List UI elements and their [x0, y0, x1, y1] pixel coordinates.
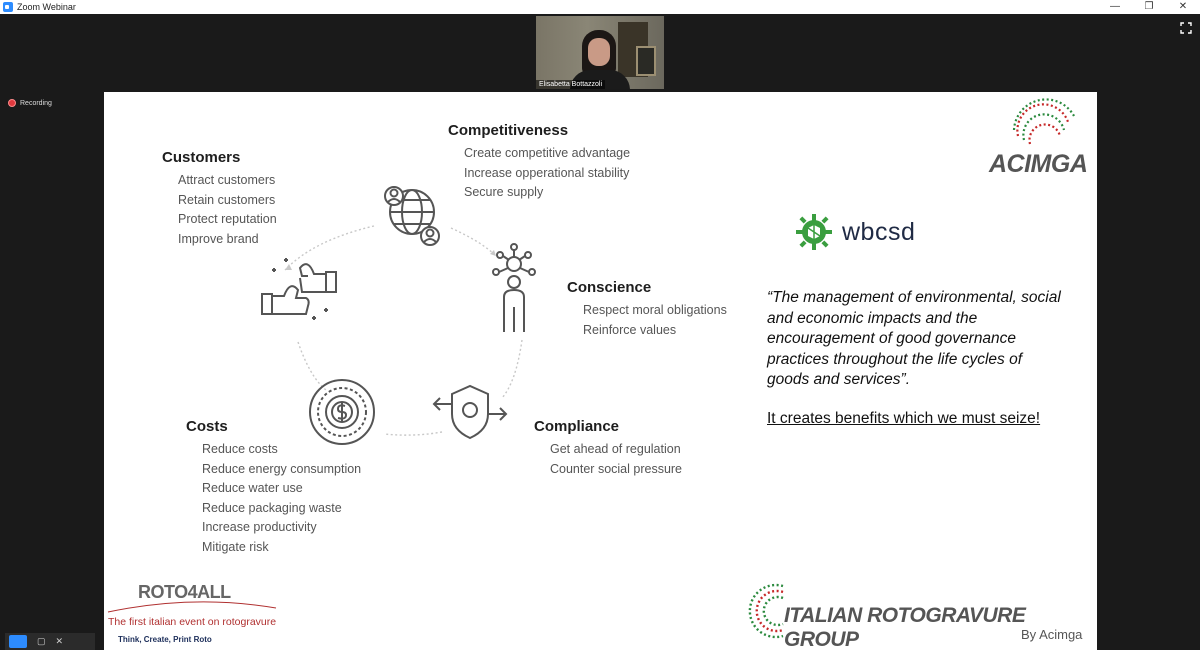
list-item: Counter social pressure — [550, 461, 683, 476]
maximize-button[interactable]: ❐ — [1144, 1, 1154, 12]
window-title: Zoom Webinar — [17, 2, 76, 12]
recording-indicator[interactable]: Recording — [8, 99, 52, 107]
benefit-statement: It creates benefits which we must seize! — [767, 410, 1041, 427]
arc-conscience-compliance — [501, 339, 523, 399]
recording-icon — [8, 99, 16, 107]
competitiveness-title: Competitiveness — [448, 122, 569, 139]
list-item: Increase opperational stability — [464, 165, 630, 180]
list-item: Get ahead of regulation — [550, 442, 681, 456]
network-person-icon — [492, 243, 536, 332]
arc-competitiveness-conscience — [450, 227, 497, 257]
list-item: Reinforce values — [583, 322, 677, 337]
list-item: Mitigate risk — [202, 539, 269, 554]
wbcsd-text: wbcsd — [842, 217, 916, 246]
roto4all-subtitle: The first italian event on rotogravure — [108, 616, 277, 628]
video-picture-frame — [636, 46, 656, 76]
arrow-1 — [285, 264, 292, 270]
competitiveness-list: Create competitive advantage Increase op… — [448, 144, 630, 203]
bottom-controls: ▢ ✕ — [5, 633, 95, 650]
list-item: Create competitive advantage — [464, 146, 631, 160]
shield-arrows-icon — [432, 384, 508, 440]
shared-slide: Competitiveness Create competitive advan… — [104, 92, 1097, 650]
dollar-target-icon — [309, 379, 375, 445]
list-item: Respect moral obligations — [583, 303, 727, 317]
restore-view-icon[interactable]: ▢ — [37, 636, 46, 646]
roto4all-title: ROTO4ALL — [138, 582, 231, 602]
compliance-title: Compliance — [534, 418, 620, 435]
list-item: Reduce costs — [202, 442, 278, 456]
irg-logo-icon — [748, 583, 784, 639]
list-item: Reduce energy consumption — [202, 461, 362, 476]
wbcsd-quote: “The management of environmental, social… — [767, 289, 1061, 388]
close-button[interactable]: ✕ — [1178, 1, 1188, 12]
minimize-button[interactable]: — — [1110, 1, 1120, 12]
roto4all-tagline: Think, Create, Print Roto — [118, 635, 212, 644]
list-item: Reduce water use — [202, 481, 303, 495]
compliance-block: Compliance Get ahead of regulation Count… — [534, 418, 682, 479]
arrow-2 — [490, 250, 496, 256]
costs-title: Costs — [186, 418, 228, 435]
list-item: Retain customers — [178, 192, 276, 207]
fullscreen-icon[interactable] — [1180, 22, 1192, 34]
arc-customers-competitiveness — [284, 225, 375, 271]
acimga-logo-icon — [1012, 98, 1075, 145]
close-view-icon[interactable]: ✕ — [55, 636, 64, 646]
competitiveness-block: Competitiveness Create competitive advan… — [448, 122, 630, 203]
arc-costs-customers — [297, 341, 327, 391]
window-controls: — ❐ ✕ — [1098, 0, 1200, 14]
thumbs-up-icon — [261, 258, 337, 320]
conscience-list: Respect moral obligations Reinforce valu… — [567, 301, 727, 340]
conscience-title: Conscience — [567, 279, 652, 296]
globe-people-icon — [384, 186, 440, 246]
conscience-block: Conscience Respect moral obligations Rei… — [567, 279, 727, 340]
participant-video[interactable]: Elisabetta Bottazzoli — [536, 16, 664, 89]
list-item: Increase productivity — [202, 520, 317, 534]
list-item: Protect reputation — [178, 212, 277, 226]
roto4all-swoosh-icon — [107, 601, 277, 613]
costs-list: Reduce costs Reduce energy consumption R… — [186, 440, 361, 557]
customers-list: Attract customers Retain customers Prote… — [162, 171, 277, 249]
active-view-button[interactable] — [9, 635, 27, 648]
participant-name: Elisabetta Bottazzoli — [536, 80, 606, 89]
customers-block: Customers Attract customers Retain custo… — [162, 149, 277, 249]
cycle-diagram — [261, 186, 536, 445]
compliance-list: Get ahead of regulation Counter social p… — [534, 440, 682, 479]
irg-title: ITALIAN ROTOGRAVURE GROUP — [784, 604, 1026, 650]
list-item: Secure supply — [464, 185, 544, 199]
video-person-face — [588, 38, 610, 66]
irg-by-line: By Acimga — [1021, 627, 1083, 642]
recording-label: Recording — [20, 99, 52, 107]
list-item: Reduce packaging waste — [202, 500, 342, 515]
title-bar: Zoom Webinar — ❐ ✕ — [0, 0, 1200, 14]
acimga-text: ACIMGA — [989, 150, 1088, 178]
zoom-icon — [3, 2, 13, 12]
wbcsd-logo: wbcsd — [794, 212, 915, 252]
list-item: Attract customers — [178, 173, 276, 187]
costs-block: Costs Reduce costs Reduce energy consump… — [186, 418, 361, 557]
list-item: Improve brand — [178, 231, 259, 246]
arc-compliance-costs — [383, 431, 443, 436]
customers-title: Customers — [162, 149, 241, 166]
wbcsd-gear-icon — [796, 214, 832, 250]
